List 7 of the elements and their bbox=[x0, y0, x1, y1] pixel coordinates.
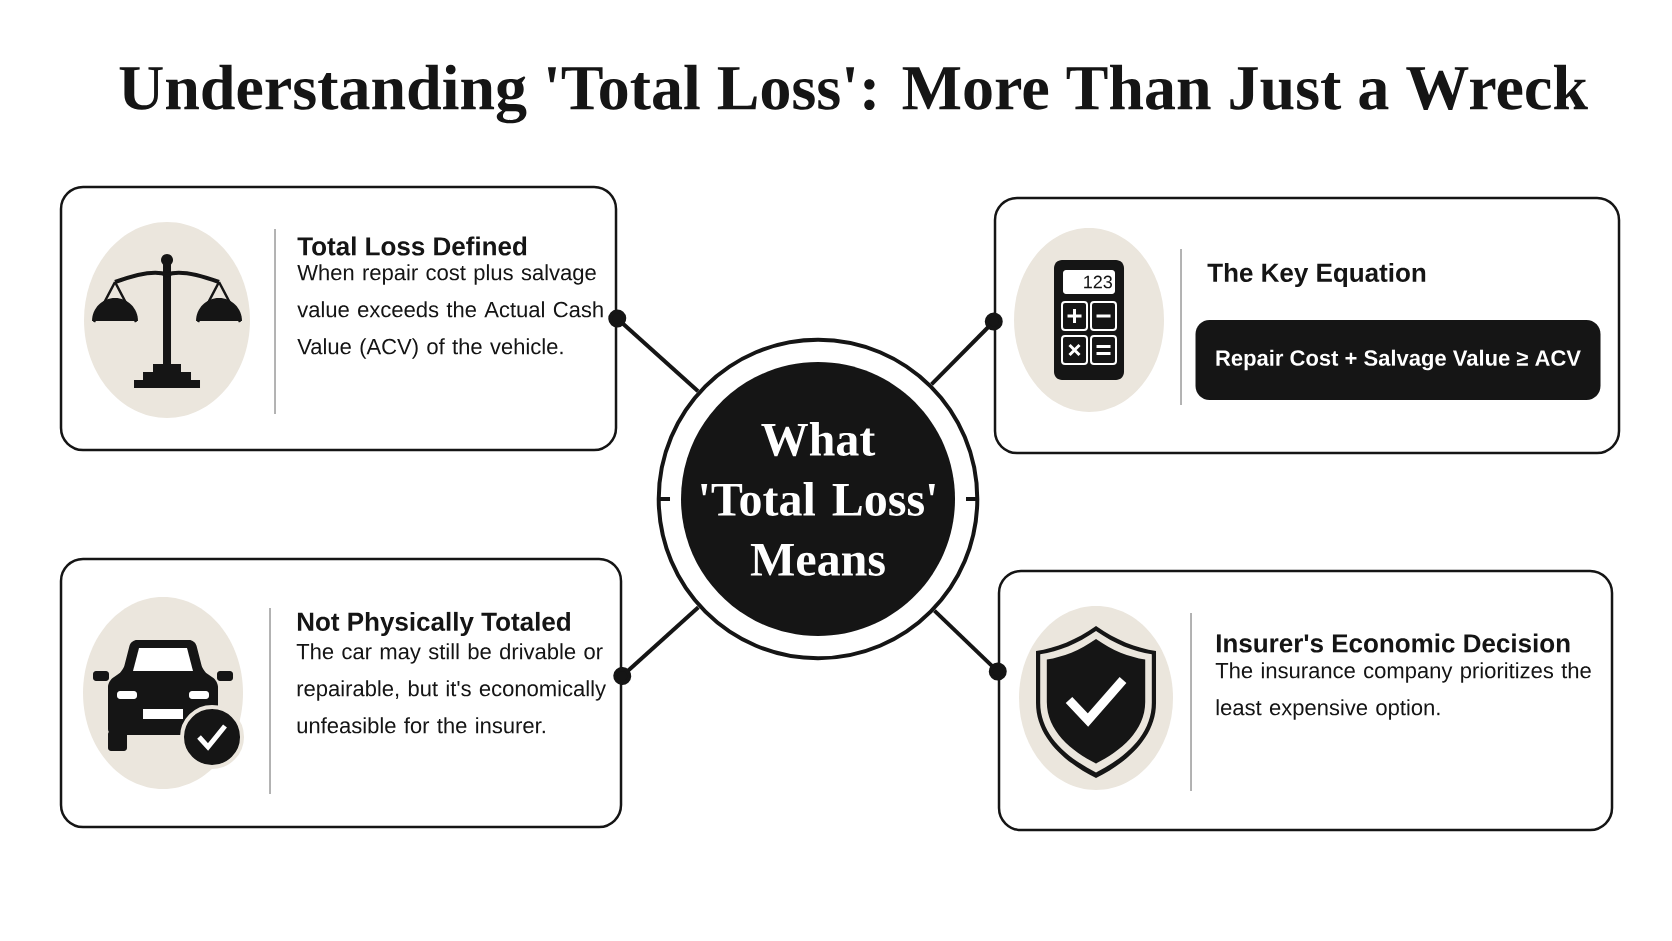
equation-pill: Repair Cost + Salvage Value ≥ ACV bbox=[1195, 320, 1601, 400]
title: Understanding 'Total Loss': More Than Just a Wreck bbox=[119, 64, 1588, 124]
connector bbox=[930, 312, 1003, 386]
connector bbox=[613, 605, 700, 685]
display-digits: 123 bbox=[1084, 275, 1112, 289]
connector bbox=[608, 309, 700, 393]
connector bbox=[933, 609, 1007, 681]
